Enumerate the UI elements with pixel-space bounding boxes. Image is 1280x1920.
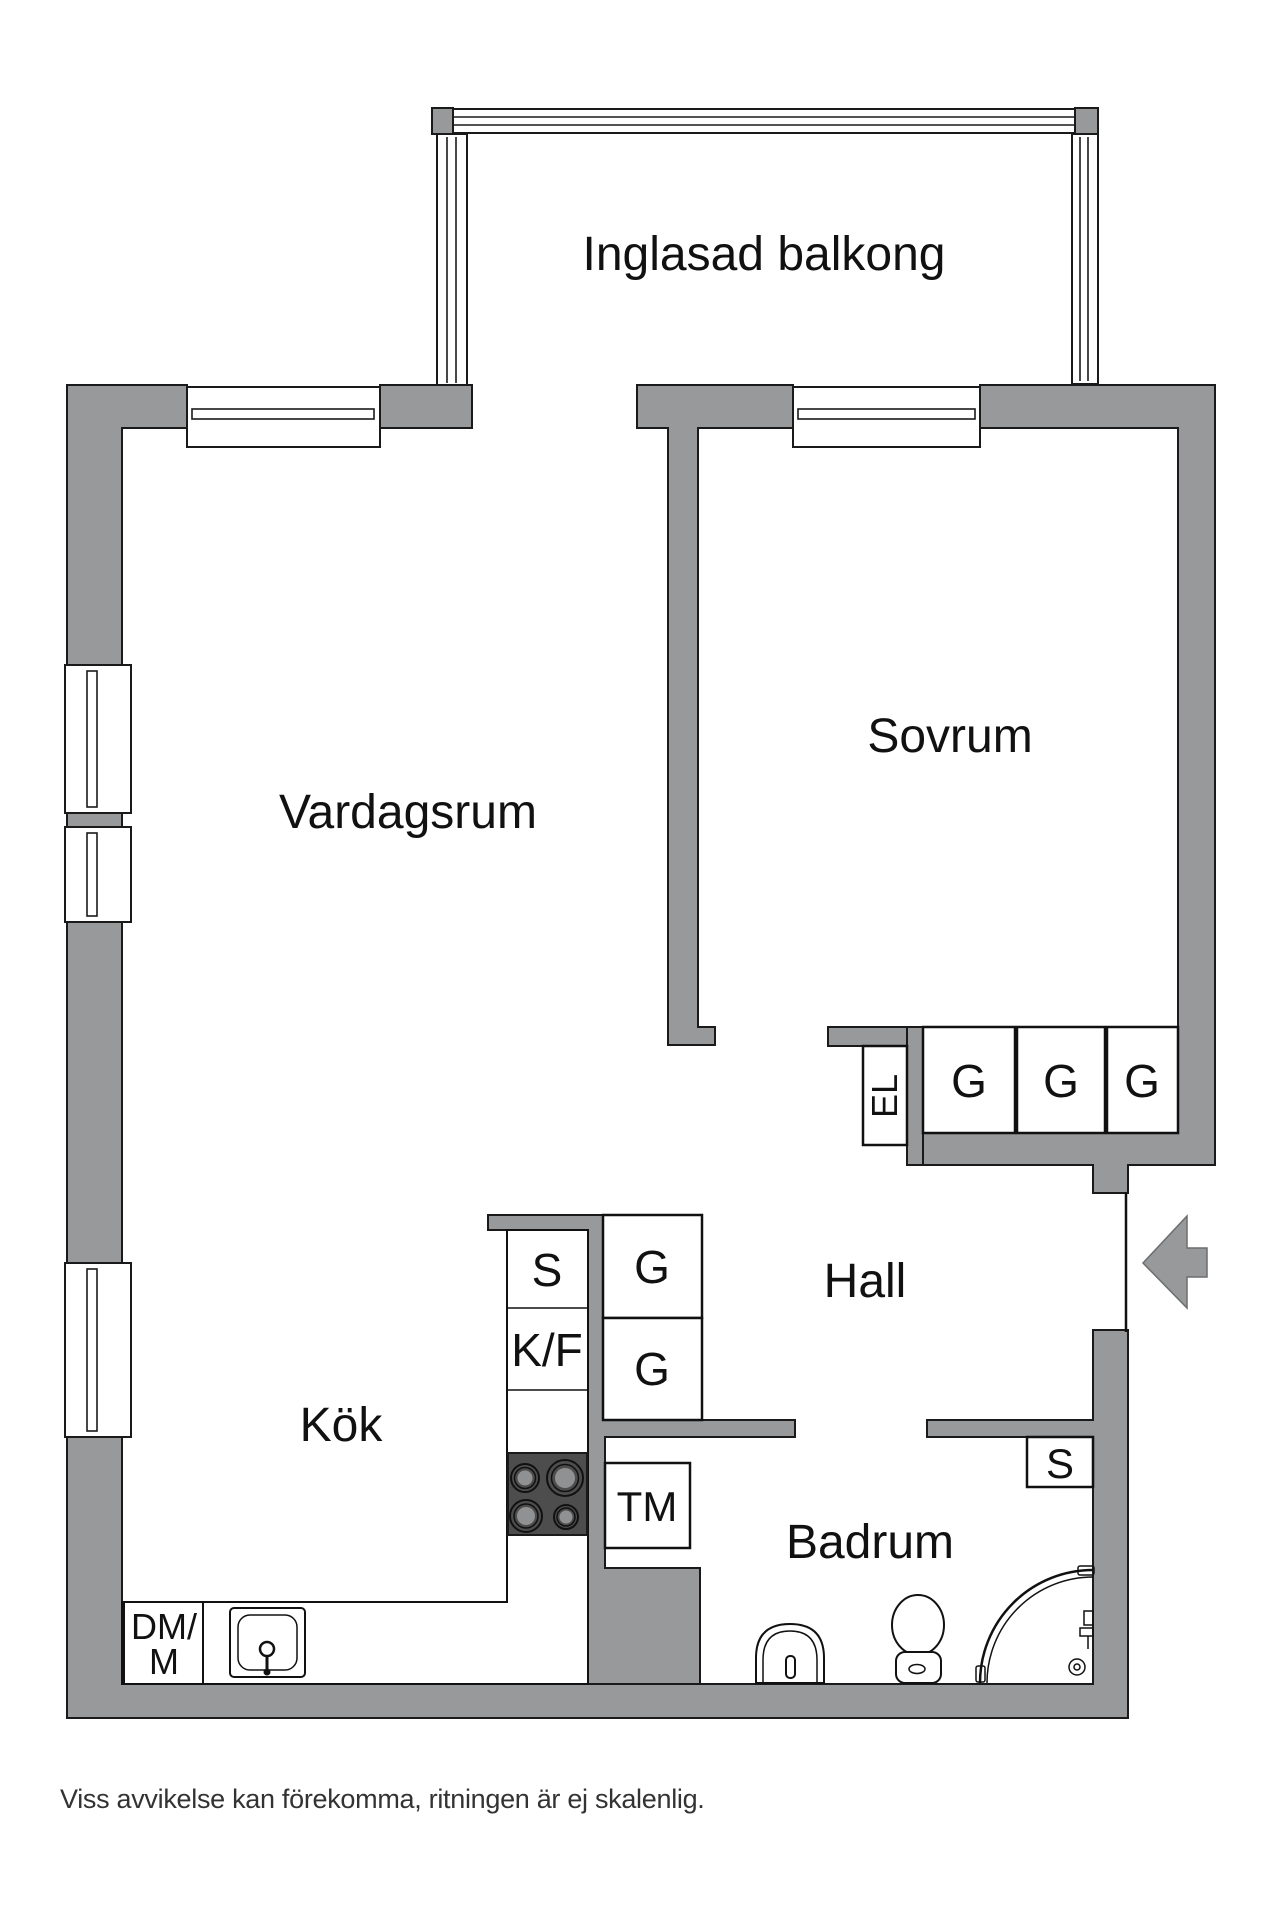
window-glass: [191, 408, 375, 420]
kitchen-s-label: S: [532, 1244, 563, 1296]
bedroom-wardrobe-1: [921, 1025, 1017, 1135]
toilet-icon: [891, 1594, 945, 1684]
washing-machine: [603, 1461, 692, 1550]
window-glass: [86, 1268, 98, 1432]
bedroom-label: Sovrum: [867, 710, 1032, 763]
bedroom-wardrobe-3-label: G: [1124, 1055, 1160, 1107]
window-glass: [86, 670, 98, 808]
bedroom-wardrobe-2-label: G: [1043, 1055, 1079, 1107]
kitchen-counter: [121, 1229, 589, 1685]
wall-outer-left-bottom: [66, 384, 1129, 1719]
bathroom-closet-s-label: S: [1046, 1440, 1074, 1487]
hall-label: Hall: [824, 1255, 907, 1308]
window-kitchen-left: [64, 1262, 132, 1438]
kitchen-kf-label: K/F: [511, 1324, 583, 1376]
dishwasher-label-line1: DM/: [131, 1606, 197, 1647]
kitchen-label: Kök: [300, 1399, 384, 1452]
hall-wardrobe-2: [601, 1316, 704, 1422]
bathroom-closet-s: [1025, 1435, 1095, 1489]
dishwasher-unit: [123, 1601, 204, 1685]
living-room-label: Vardagsrum: [279, 786, 537, 839]
windows: [64, 386, 981, 1438]
balcony-glazing: [432, 108, 1099, 387]
window-glass: [797, 408, 976, 420]
bedroom-wardrobe-2: [1015, 1025, 1107, 1135]
disclaimer-text: Viss avvikelse kan förekomma, ritningen …: [60, 1784, 705, 1814]
washbasin-icon: [755, 1622, 825, 1684]
closets: [601, 1025, 1180, 1550]
washing-machine-label: TM: [617, 1483, 678, 1530]
dishwasher-label-line2: M: [149, 1641, 179, 1682]
shower-icon: [975, 1565, 1095, 1684]
bedroom-wardrobe-1-label: G: [951, 1055, 987, 1107]
bathroom-label: Badrum: [786, 1516, 954, 1569]
balcony-glazing-left: [436, 133, 468, 387]
el-closet-label: EL: [864, 1074, 905, 1118]
sink-icon: [229, 1607, 306, 1678]
stove-icon: [507, 1452, 588, 1536]
window-living-left-2: [64, 826, 132, 923]
bedroom-wardrobe-3: [1105, 1025, 1180, 1135]
wall-el-closet-side: [906, 1026, 924, 1166]
el-closet: [861, 1044, 909, 1147]
hall-wardrobe-1: [601, 1213, 704, 1320]
hall-wardrobe-1-label: G: [634, 1241, 670, 1293]
balcony-pillar-right: [1074, 107, 1099, 135]
hall-wardrobe-2-label: G: [634, 1343, 670, 1395]
wall-top-mid-and-room-divider: [636, 384, 794, 1046]
wall-top-left-b: [379, 384, 473, 429]
wall-bedroom-closet-bar: [827, 1026, 918, 1047]
labels: Inglasad balkong Vardagsrum Sovrum Kök H…: [131, 228, 1160, 1682]
window-glass: [86, 832, 98, 917]
entrance-arrow-icon: [1141, 1214, 1208, 1310]
window-living-left-1: [64, 664, 132, 814]
balcony-label: Inglasad balkong: [583, 228, 946, 281]
balcony-glazing-right: [1071, 133, 1099, 385]
wall-outer-right-and-entry: [922, 384, 1216, 1194]
balcony-pillar-left: [431, 107, 454, 135]
bathroom-fixtures: [755, 1565, 1095, 1684]
balcony-glazing-top: [432, 108, 1099, 134]
